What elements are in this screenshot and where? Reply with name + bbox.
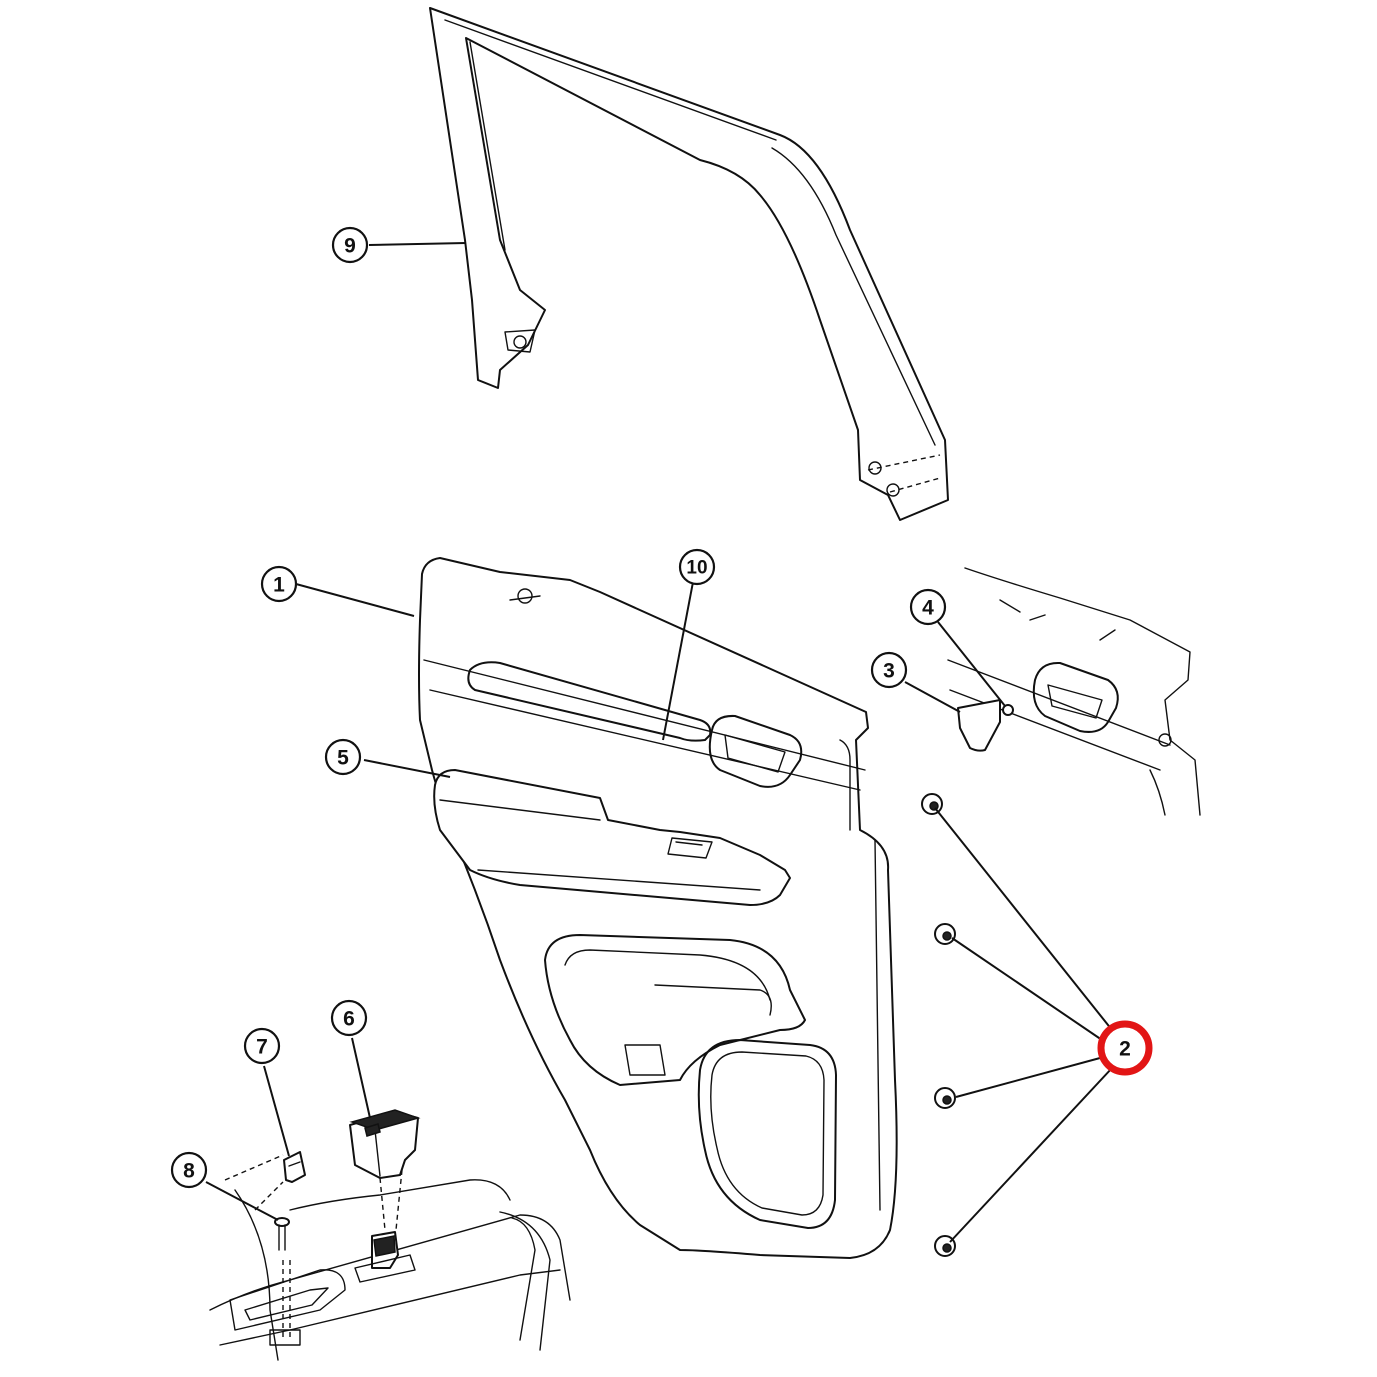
callout-8: 8 <box>170 1151 208 1189</box>
leader-4 <box>937 621 1006 707</box>
callout-5-label: 5 <box>337 747 349 770</box>
leader-5 <box>363 759 451 778</box>
leader-2b <box>951 937 1103 1041</box>
leader-lines <box>205 242 1117 1243</box>
callout-4: 4 <box>909 588 947 626</box>
callout-6-label: 6 <box>343 1008 355 1031</box>
callout-10-label: 10 <box>686 558 707 579</box>
leader-3 <box>904 681 961 713</box>
fastener-3 <box>934 1087 956 1109</box>
leader-10 <box>662 581 694 741</box>
callout-9: 9 <box>331 226 369 264</box>
callout-7-label: 7 <box>256 1036 268 1059</box>
callout-2-label: 2 <box>1119 1038 1131 1061</box>
callout-5: 5 <box>324 738 362 776</box>
leader-9 <box>368 242 467 246</box>
leader-7 <box>263 1065 290 1157</box>
leader-6 <box>351 1037 371 1119</box>
callout-8-label: 8 <box>183 1160 195 1183</box>
callout-9-label: 9 <box>344 235 356 258</box>
armrest-bezel-part <box>433 769 791 906</box>
callout-6: 6 <box>330 999 368 1037</box>
leader-1 <box>295 583 415 617</box>
fastener-1 <box>921 793 943 815</box>
leader-8 <box>205 1181 279 1221</box>
callout-4-label: 4 <box>922 597 934 620</box>
window-frame-part <box>429 7 949 521</box>
callout-2: 2 <box>1097 1020 1153 1076</box>
callout-7: 7 <box>243 1027 281 1065</box>
leader-2a <box>934 807 1117 1036</box>
callout-1-label: 1 <box>273 574 285 597</box>
callout-3: 3 <box>870 651 908 689</box>
push-pin-fasteners <box>921 793 956 1257</box>
handle-bezel-inset <box>947 567 1201 816</box>
door-trim-panel-part <box>418 557 898 1259</box>
fastener-2 <box>934 923 956 945</box>
leader-2c <box>955 1057 1101 1098</box>
callout-1: 1 <box>260 565 298 603</box>
callout-10: 10 <box>678 548 716 586</box>
callout-3-label: 3 <box>883 660 895 683</box>
leader-2d <box>949 1067 1113 1243</box>
lower-switch-assembly <box>209 1109 571 1361</box>
